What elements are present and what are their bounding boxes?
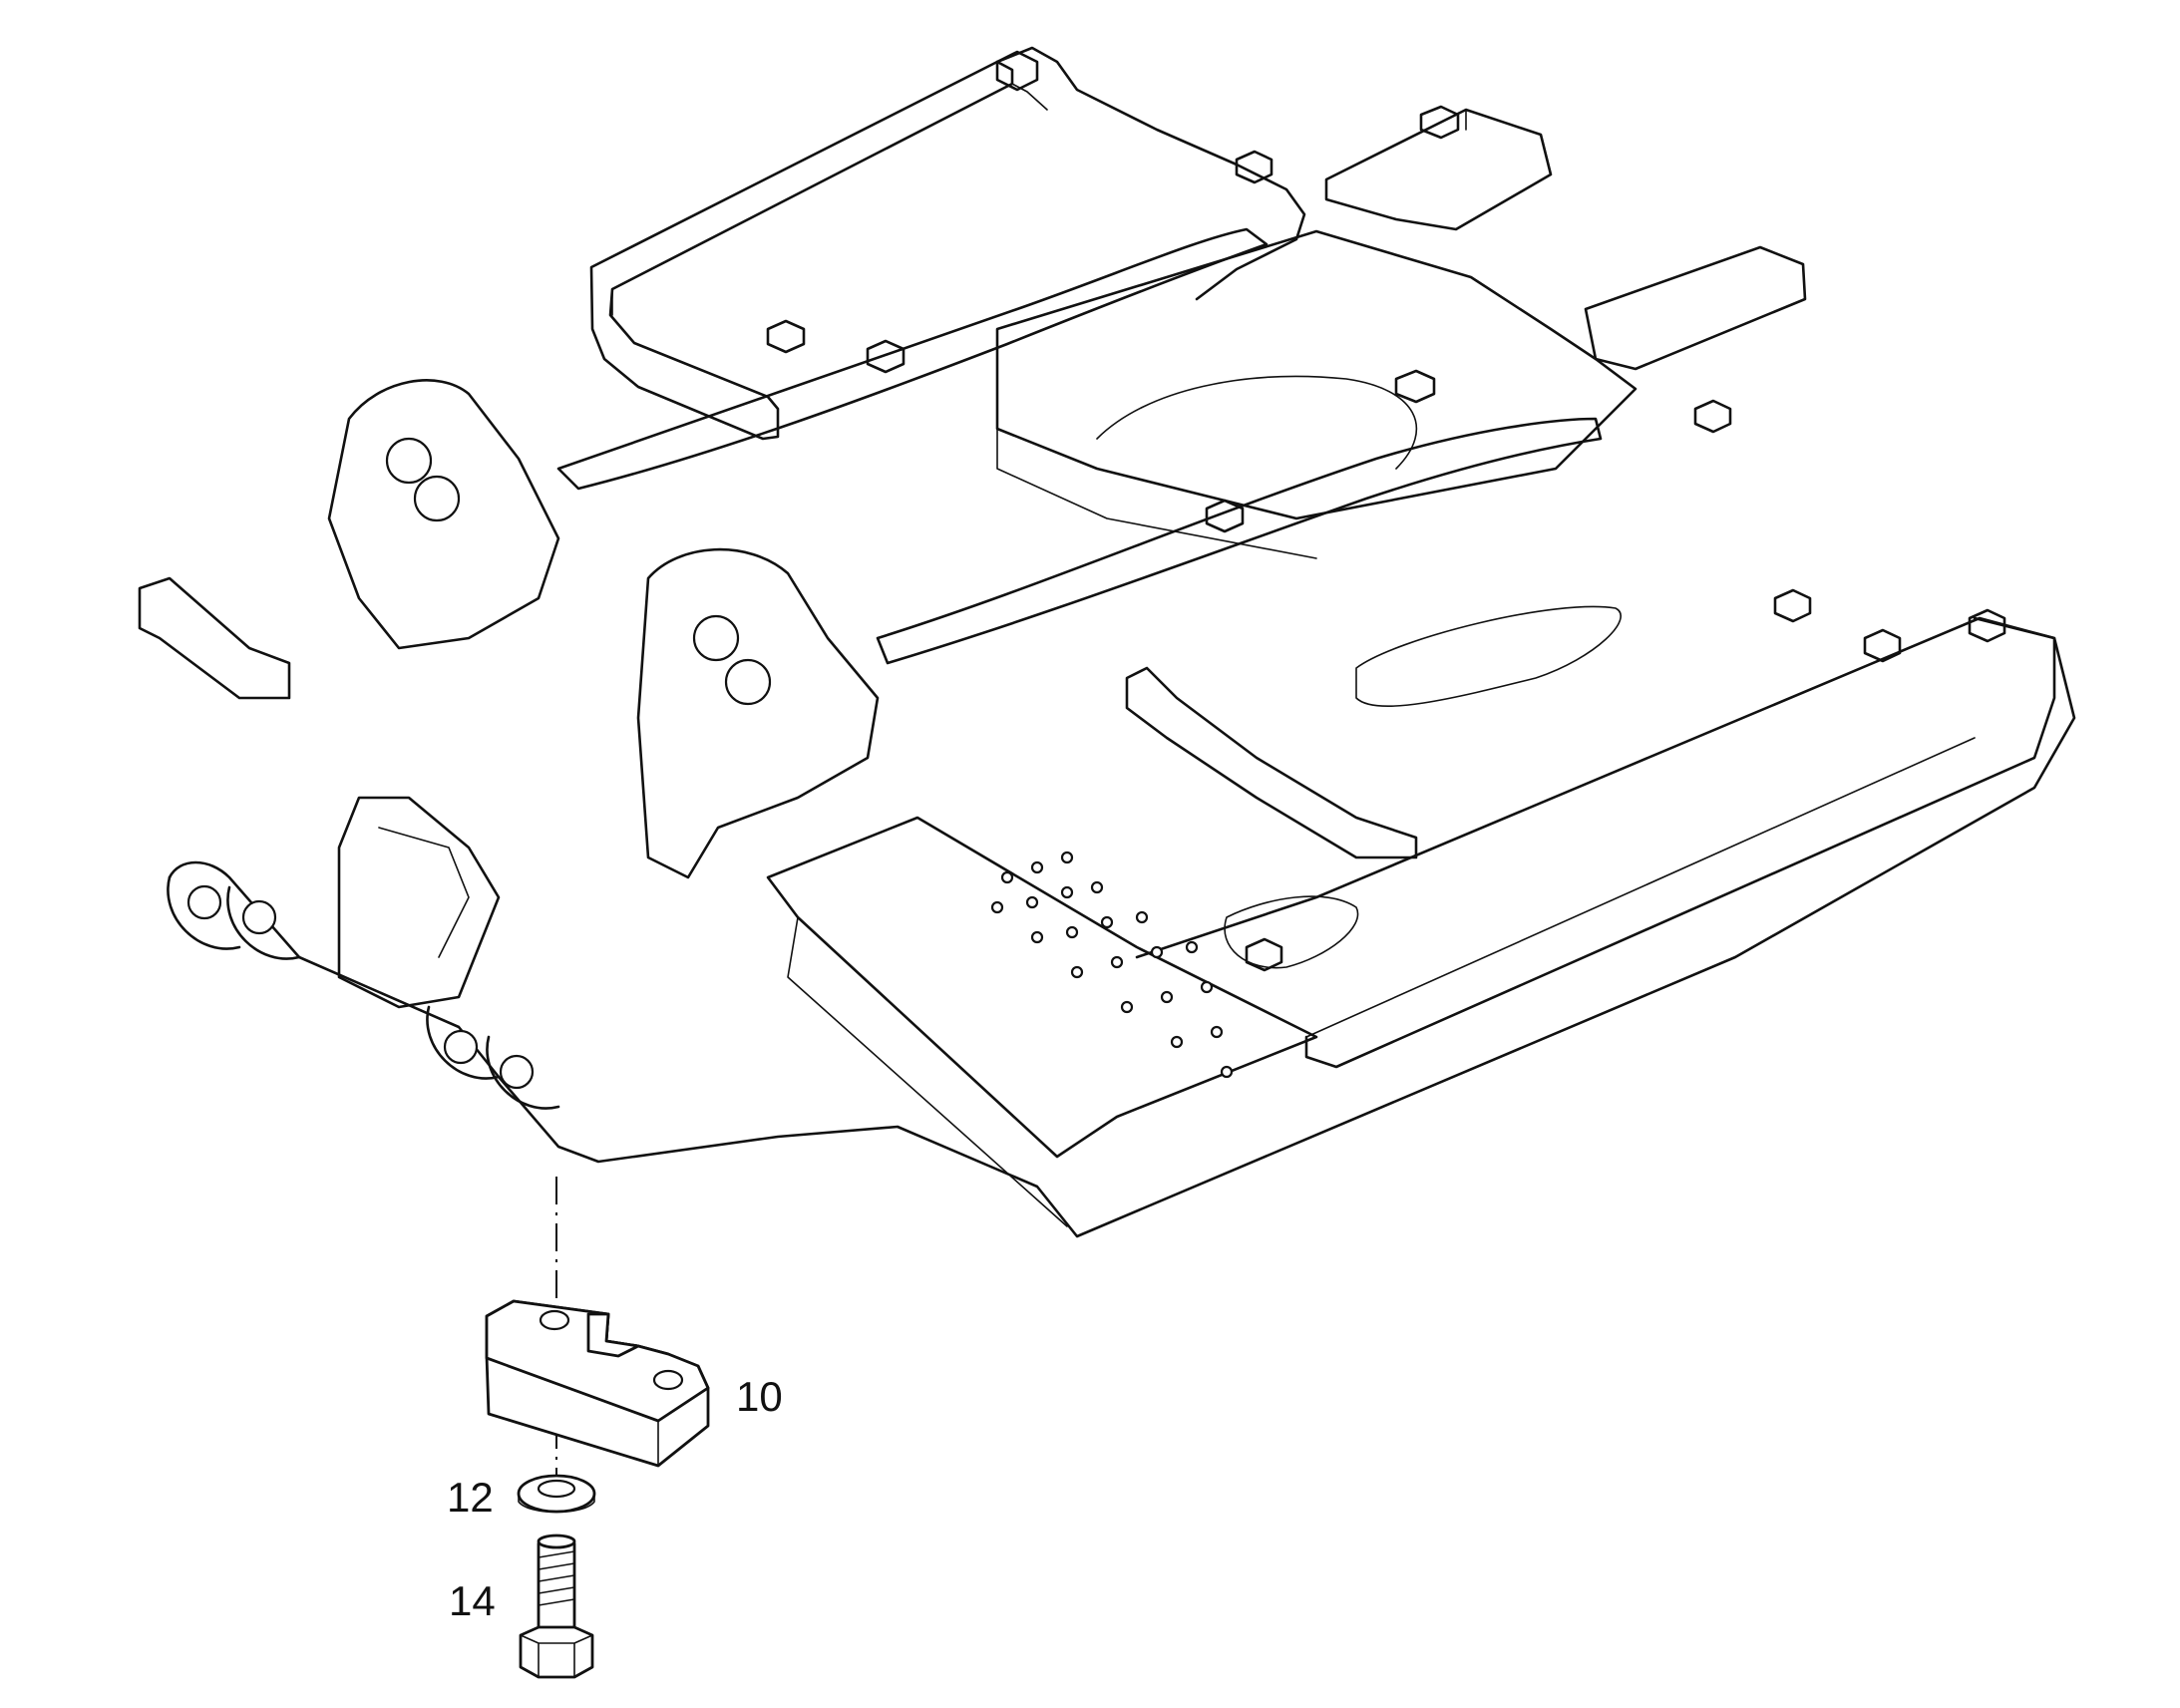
part-10-slotted-plate: [485, 1299, 710, 1468]
left-boom-pin-hole-lower: [413, 475, 461, 522]
bolt-hex-facets: [520, 1634, 593, 1678]
part-14-bolt: [519, 1534, 594, 1679]
cylinder-bracket-inner: [378, 827, 470, 958]
diagonal-beam: [556, 227, 1269, 491]
right-deck-plate: [766, 816, 1318, 1159]
right-counterweight-arm: [1324, 108, 1553, 231]
deck-perforations: [990, 851, 1234, 1079]
front-boss-hole-4: [499, 1054, 535, 1090]
right-boom-pin-hole-lower: [724, 658, 772, 706]
latch-plate: [1125, 666, 1418, 859]
washer-inner: [537, 1479, 576, 1499]
cylinder-bracket: [337, 796, 501, 1009]
callout-12: 12: [447, 1474, 494, 1521]
front-boss-hole-3: [443, 1029, 479, 1065]
left-boom-pin-hole-upper: [385, 437, 433, 485]
left-side-bracket: [138, 576, 291, 700]
front-boss-hole-2: [241, 899, 277, 935]
rear-right-rail: [995, 46, 1306, 301]
front-lower-plate: [168, 616, 2076, 1238]
right-boom-pin-hole-upper: [692, 614, 740, 662]
rear-left-rail: [589, 60, 1014, 441]
plate-hole-2: [652, 1369, 684, 1391]
callout-14: 14: [449, 1577, 496, 1624]
front-pin-bosses: [167, 875, 560, 1110]
right-platform-cutout: [1355, 605, 1622, 708]
main-frame-assembly: [138, 46, 2076, 1238]
bolt-tip: [537, 1534, 576, 1549]
far-right-arm: [1584, 245, 1807, 371]
washer-thickness: [518, 1493, 595, 1514]
part-12-washer: [517, 1474, 596, 1514]
central-upper-box: [995, 229, 1637, 520]
callout-10: 10: [736, 1373, 783, 1420]
right-arm-edge: [1325, 109, 1467, 200]
front-boss-hole-1: [186, 884, 222, 920]
plate-hole-1: [539, 1309, 570, 1331]
right-side-rail-line: [1305, 737, 1976, 1038]
right-deck-edge: [787, 916, 1068, 1227]
right-side-rail: [1135, 616, 2056, 1069]
bolt-threads: [538, 1550, 575, 1606]
rear-left-pad: [995, 50, 1039, 92]
floor-hatch: [1224, 895, 1359, 969]
central-box-lower-edge: [996, 428, 1317, 559]
rear-left-rail-edge: [611, 83, 1048, 316]
right-boom-foot-plate: [636, 547, 880, 879]
plate-top-face: [485, 1299, 710, 1423]
rear-diagonal-beam: [876, 417, 1603, 665]
left-boom-foot-plate: [327, 379, 560, 650]
central-cutout: [1096, 375, 1418, 470]
plate-slot: [586, 1312, 640, 1358]
isolator-pads: [766, 105, 2006, 972]
bolt-hex-head: [519, 1625, 594, 1679]
